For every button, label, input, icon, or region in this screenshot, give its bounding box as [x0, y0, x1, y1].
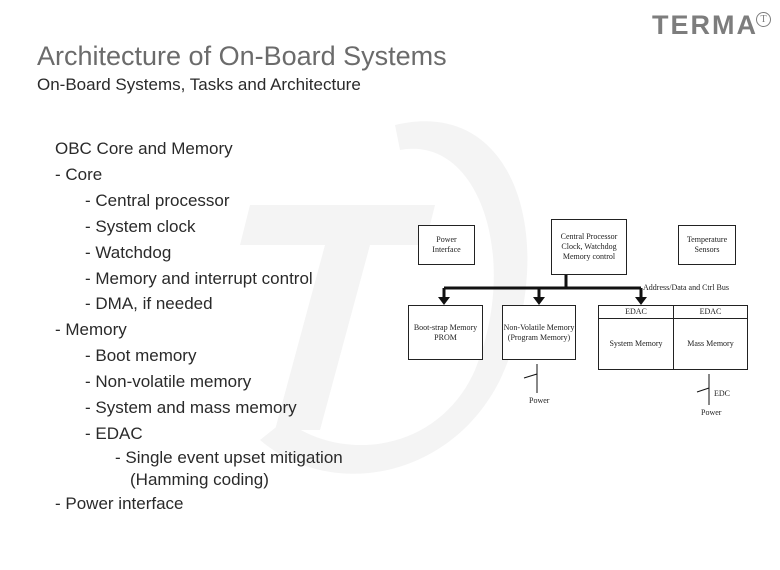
system-memory-label: System Memory [609, 339, 663, 348]
bullet-item: OBC Core and Memory [55, 139, 233, 158]
terma-logo: TERMA T [652, 10, 771, 41]
bullet-item: - Power interface [55, 493, 184, 513]
bullet-item: - Non-volatile memory [85, 372, 252, 392]
bullet-item: - Memory [55, 320, 127, 340]
bullet-item: - Single event upset mitigation [115, 447, 343, 467]
bullet-item: - Boot memory [85, 346, 197, 366]
non-volatile-memory-box: Non-Volatile Memory (Program Memory) [502, 305, 576, 360]
logo-text: TERMA [652, 10, 758, 40]
cpu-label-3: Memory control [562, 252, 616, 261]
page-subtitle: On-Board Systems, Tasks and Architecture [37, 75, 361, 94]
bullet-item: - Central processor [85, 190, 230, 210]
power-label-2: Power [701, 408, 722, 417]
bullet-item: - System and mass memory [85, 398, 297, 418]
power-interface-box: Power Interface [418, 225, 475, 265]
nvm-label-2: (Program Memory) [507, 332, 571, 342]
page-title: Architecture of On-Board Systems [37, 41, 447, 71]
mass-memory-box: Mass Memory [673, 318, 748, 370]
system-memory-box: System Memory [598, 318, 674, 370]
bus-label: Address/Data and Ctrl Bus [643, 283, 729, 292]
temp-label-2: Sensors [694, 245, 720, 254]
edc-label: EDC [714, 389, 730, 398]
nvm-label-1: Non-Volatile Memory [503, 322, 575, 332]
bootstrap-memory-box: Boot-strap Memory PROM [408, 305, 483, 360]
edac-label-1: EDAC [625, 307, 647, 316]
edac-box-2: EDAC [673, 305, 748, 319]
boot-label-1: Boot-strap Memory [413, 322, 478, 332]
bullet-item: - DMA, if needed [85, 294, 213, 314]
logo-mark-icon: T [756, 12, 771, 27]
central-processor-box: Central Processor Clock, Watchdog Memory… [551, 219, 627, 275]
bullet-item: - Watchdog [85, 242, 172, 262]
edac-label-2: EDAC [699, 307, 722, 316]
bullet-list: OBC Core and Memory - Core - Central pro… [55, 136, 343, 517]
bullet-item: (Hamming coding) [130, 469, 269, 489]
cpu-label-2: Clock, Watchdog [561, 242, 617, 251]
bullet-item: - System clock [85, 216, 196, 236]
bullet-item: - EDAC [85, 423, 143, 443]
temp-label-1: Temperature [686, 235, 728, 244]
edac-box-1: EDAC [598, 305, 674, 319]
bullet-item: - Core [55, 164, 103, 184]
temperature-sensors-box: Temperature Sensors [678, 225, 736, 265]
cpu-label-1: Central Processor [560, 232, 618, 241]
mass-memory-label: Mass Memory [687, 339, 734, 348]
boot-label-2: PROM [434, 332, 457, 342]
power-label-1: Power [529, 396, 550, 405]
bullet-item: - Memory and interrupt control [85, 268, 313, 288]
power-interface-label: Power Interface [432, 235, 461, 254]
